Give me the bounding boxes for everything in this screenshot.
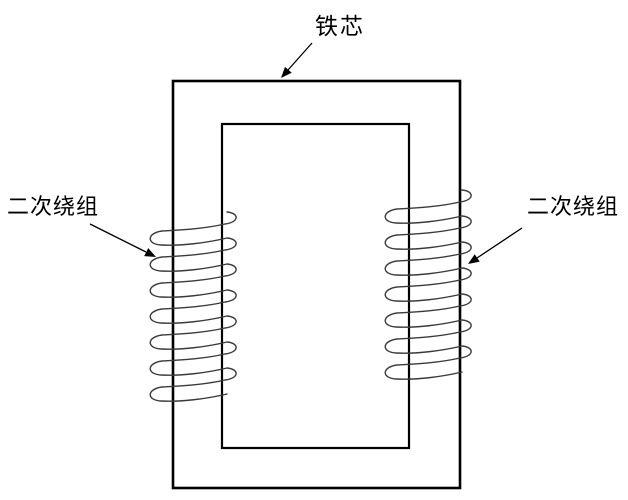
left-winding-arrowhead-icon <box>144 248 156 257</box>
right-winding-arrowhead-icon <box>468 254 480 264</box>
right-winding-arrow-line <box>476 227 523 259</box>
iron-core-label: 铁芯 <box>315 14 365 40</box>
left-winding-arrow-line <box>89 223 147 253</box>
left-secondary-winding-label: 二次绕组 <box>7 195 100 220</box>
iron-core-arrow <box>281 42 313 78</box>
left-winding-arrow <box>89 223 156 257</box>
right-secondary-winding-label: 二次绕组 <box>527 195 620 220</box>
iron-core-arrowhead-icon <box>281 66 292 78</box>
iron-core-window-rect <box>220 122 411 450</box>
iron-core-outer-rect <box>171 79 462 490</box>
left-coil-winding <box>149 211 237 402</box>
iron-core-arrow-line <box>287 42 313 71</box>
right-winding-arrow <box>468 227 523 264</box>
right-coil-winding <box>384 189 472 380</box>
